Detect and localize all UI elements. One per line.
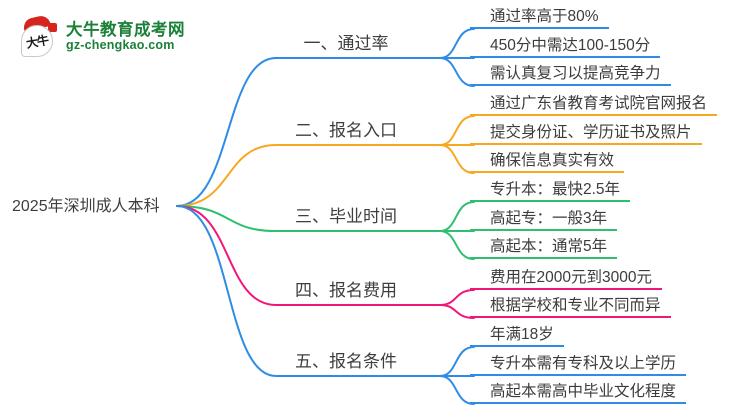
leaf-node: 450分中需达100-150分	[470, 35, 661, 58]
leaf-connector	[439, 289, 475, 306]
branch-curve	[176, 205, 441, 377]
leaf-node: 高起专：一般3年	[470, 208, 618, 231]
logo-mark-icon: 大牛	[20, 14, 60, 58]
leaf-node: 高起本需高中毕业文化程度	[470, 381, 687, 404]
leaf-connector	[439, 304, 475, 319]
branch-curve	[176, 205, 441, 232]
leaf-node: 年满18岁	[470, 324, 564, 347]
leaf-connector	[439, 201, 475, 232]
branch-label-pass-rate: 一、通过率	[303, 34, 389, 53]
branch-curve	[176, 205, 441, 306]
leaf-connector	[439, 28, 475, 59]
logo-mark-text: 大牛	[25, 32, 50, 51]
branch-label-registration-requirements: 五、报名条件	[295, 352, 397, 371]
leaf-node: 专升本：最快2.5年	[470, 179, 631, 202]
leaf-node: 根据学校和专业不同而异	[470, 295, 671, 318]
logo-text-block: 大牛教育成考网 gz-chengkao.com	[66, 21, 185, 53]
leaf-node: 通过率高于80%	[470, 6, 609, 29]
leaf-node: 通过广东省教育考试院官网报名	[470, 93, 718, 116]
leaf-connector	[439, 375, 475, 405]
branch-label-registration-fee: 四、报名费用	[295, 281, 397, 300]
site-logo: 大牛 大牛教育成考网 gz-chengkao.com	[20, 14, 185, 58]
leaf-node: 高起本：通常5年	[470, 236, 618, 259]
branch-label-registration-entry: 二、报名入口	[295, 121, 397, 140]
leaf-node: 费用在2000元到3000元	[470, 267, 662, 290]
branch-curve	[176, 57, 441, 207]
leaf-node: 需认真复习以提高竞争力	[470, 63, 671, 86]
leaf-connector	[439, 346, 475, 377]
leaf-connector	[439, 57, 475, 87]
logo-speech-bubble-icon: 大牛	[21, 25, 53, 57]
leaf-connector	[439, 115, 475, 146]
logo-red-seal-icon	[48, 23, 57, 32]
logo-domain: gz-chengkao.com	[66, 38, 175, 53]
leaf-node: 提交身份证、学历证书及照片	[470, 122, 702, 145]
leaf-node: 专升本需有专科及以上学历	[470, 353, 687, 376]
root-node: 2025年深圳成人本科	[12, 198, 160, 215]
branch-label-graduation-time: 三、毕业时间	[295, 207, 397, 226]
logo-title: 大牛教育成考网	[66, 21, 185, 40]
leaf-connector	[439, 230, 475, 260]
branch-curve	[176, 144, 441, 207]
leaf-node: 确保信息真实有效	[470, 150, 625, 173]
leaf-connector	[439, 144, 475, 174]
